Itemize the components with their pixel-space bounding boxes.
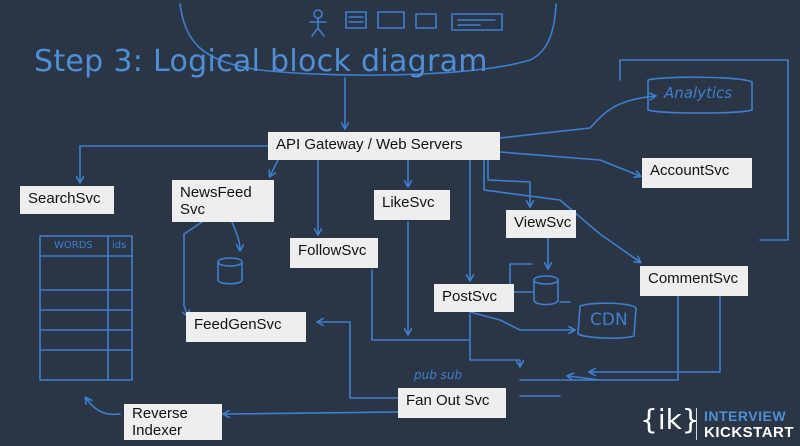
- newsfeed-db-icon: [217, 257, 243, 285]
- node-search-svc: SearchSvc: [20, 186, 114, 214]
- right-border-line: [619, 59, 789, 241]
- arrow-fanout-reverse: [224, 412, 399, 414]
- client-sketch-icons: [309, 9, 503, 37]
- cdn-outline: [577, 302, 637, 339]
- arrow-newsfeed-db: [231, 221, 240, 250]
- node-like-svc: LikeSvc: [374, 190, 450, 220]
- arrow-gateway-analytics: [499, 96, 655, 139]
- arrow-gateway-comment: [483, 159, 640, 262]
- node-comment-svc: CommentSvc: [640, 266, 748, 296]
- node-reverse-indexer: Reverse Indexer: [124, 404, 222, 440]
- node-fanout-svc: Fan Out Svc: [398, 388, 506, 418]
- node-newsfeed-line1: NewsFeed: [180, 184, 252, 201]
- arrow-comment-down: [519, 295, 679, 380]
- node-view-svc: ViewSvc: [506, 210, 576, 238]
- node-api-gateway: API Gateway / Web Servers: [268, 132, 500, 160]
- arrow-newsfeed-feedgen: [184, 221, 203, 316]
- interview-kickstart-logo: {ik} INTERVIEW KICKSTART: [640, 403, 800, 441]
- logo-divider: [696, 408, 697, 440]
- logo-line2: KICKSTART: [704, 424, 795, 441]
- node-reverse-line2: Indexer: [132, 422, 183, 439]
- arrow-reverse-search: [86, 398, 121, 416]
- client-sketch-outline: [179, 3, 557, 76]
- arrow-follow-fanout: [371, 269, 520, 366]
- view-db-icon: [533, 275, 559, 306]
- arrow-fanout-feedgen: [318, 322, 401, 399]
- annotation-analytics: Analytics: [664, 84, 733, 102]
- arrow-gateway-account: [499, 151, 640, 176]
- search-index-table-lines: [39, 235, 133, 381]
- logo-mark: {ik}: [640, 403, 700, 436]
- annotation-table-words: WORDS: [54, 240, 93, 251]
- node-follow-svc: FollowSvc: [290, 238, 378, 268]
- view-db-loop: [509, 263, 535, 293]
- arrow-gateway-search: [80, 145, 269, 182]
- node-account-svc: AccountSvc: [642, 158, 752, 188]
- arrow-post-cdn: [469, 311, 574, 330]
- node-newsfeed-line2: Svc: [180, 201, 206, 218]
- logo-line1: INTERVIEW: [704, 408, 787, 424]
- analytics-outline: [647, 76, 753, 114]
- node-newsfeed-svc: NewsFeed Svc: [172, 180, 274, 222]
- arrow-gateway-view: [487, 159, 530, 206]
- node-reverse-line1: Reverse: [132, 405, 188, 422]
- arrow-to-fanout-right: [590, 295, 721, 372]
- annotation-cdn: CDN: [590, 310, 628, 330]
- annotation-table-ids: ids: [112, 240, 127, 251]
- node-post-svc: PostSvc: [434, 284, 514, 312]
- annotation-pubsub: pub sub: [414, 368, 463, 382]
- node-feedgen-svc: FeedGenSvc: [186, 312, 306, 342]
- search-index-table: [39, 235, 133, 381]
- arrow-gateway-newsfeed: [270, 159, 279, 176]
- page-title: Step 3: Logical block diagram: [34, 44, 488, 79]
